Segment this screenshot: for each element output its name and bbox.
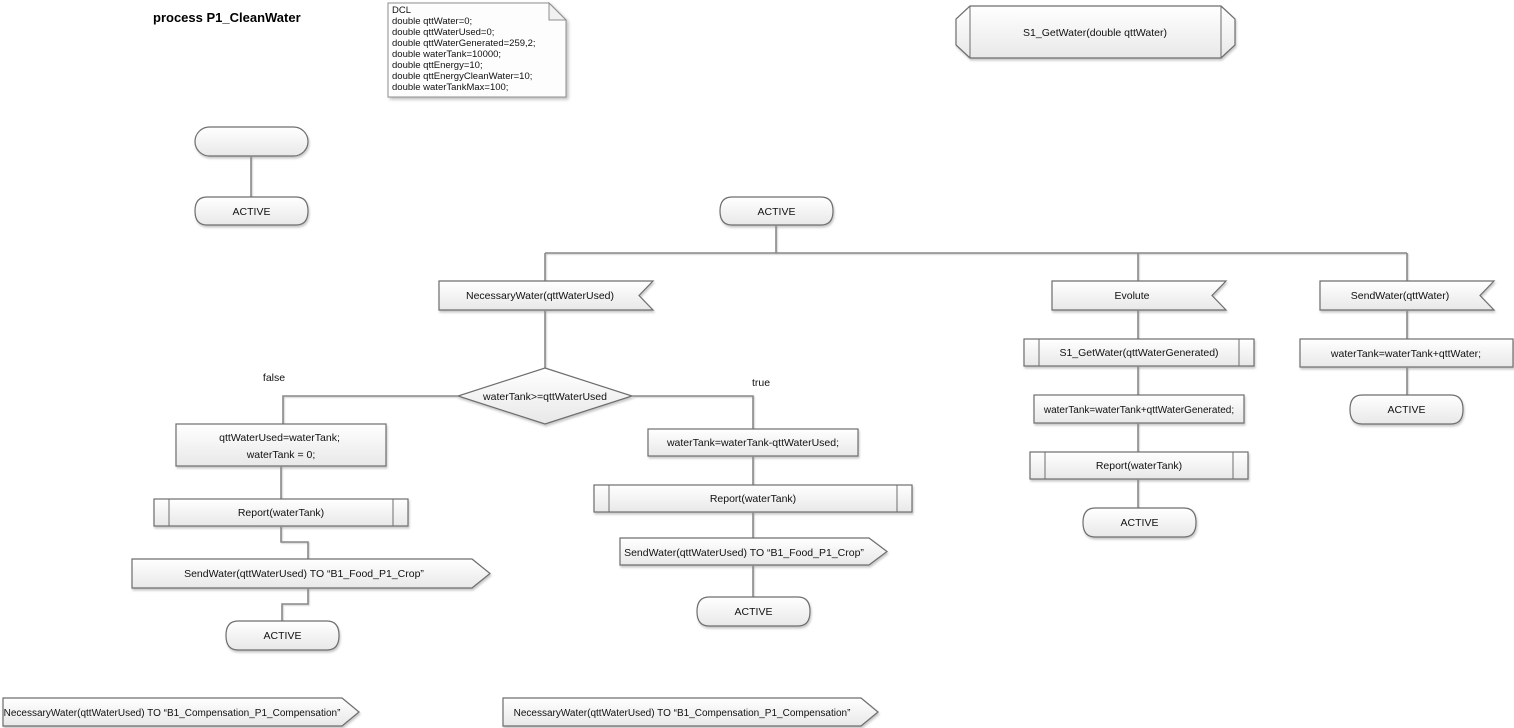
note-fold-corner-icon xyxy=(548,1,568,21)
output-signal-label: NecessaryWater(qttWaterUsed) TO “B1_Comp… xyxy=(514,708,851,719)
dcl-line: double waterTankMax=100; xyxy=(392,82,508,93)
state-active-evolute-branch[interactable]: ACTIVE xyxy=(1082,507,1197,538)
task-shape xyxy=(647,428,859,457)
state-label: ACTIVE xyxy=(735,606,773,618)
task-line: qttWaterUsed=waterTank; xyxy=(219,432,340,444)
input-signal-label: SendWater(qttWater) xyxy=(1351,290,1449,302)
input-signal-label: NecessaryWater(qttWaterUsed) xyxy=(466,290,614,302)
input-signal-shape xyxy=(438,280,655,311)
page-title: process P1_CleanWater xyxy=(153,10,301,25)
decision-shape xyxy=(456,367,634,425)
connector xyxy=(280,526,309,559)
input-signal-shape xyxy=(1319,280,1496,311)
task-text: waterTank=waterTank+qttWater; xyxy=(1330,348,1481,360)
task-shape xyxy=(1299,338,1514,368)
connector xyxy=(282,395,458,424)
task-shape xyxy=(175,423,387,467)
dcl-line: double waterTank=10000; xyxy=(392,49,501,60)
task-text: qttWaterUsed=waterTank; waterTank = 0; xyxy=(219,432,343,461)
procedure-call-shape xyxy=(593,484,913,513)
dcl-line: double qttWaterGenerated=259,2; xyxy=(392,38,536,49)
start-state[interactable] xyxy=(194,126,309,157)
output-signal-label: SendWater(qttWaterUsed) TO “B1_Food_P1_C… xyxy=(184,568,424,580)
procedure-call-shape xyxy=(1023,338,1255,367)
state-label: ACTIVE xyxy=(233,206,271,218)
connector xyxy=(632,395,754,429)
task-evolute-branch[interactable]: waterTank=waterTank+qttWaterGenerated; xyxy=(1033,394,1245,424)
dcl-line: double qttWater=0; xyxy=(392,16,472,27)
task-send-water-branch[interactable]: waterTank=waterTank+qttWater; xyxy=(1299,338,1514,368)
output-signal-shape xyxy=(619,537,888,566)
state-shape xyxy=(719,196,834,226)
task-true-branch[interactable]: waterTank=waterTank-qttWaterUsed; xyxy=(647,428,859,457)
output-signal-send-water-true[interactable]: SendWater(qttWaterUsed) TO “B1_Food_P1_C… xyxy=(619,537,888,566)
state-shape xyxy=(1349,394,1464,425)
state-active-send-water-branch[interactable]: ACTIVE xyxy=(1349,394,1464,425)
decision-condition: waterTank>=qttWaterUsed xyxy=(482,391,607,403)
procedure-declaration-label: S1_GetWater(double qttWater) xyxy=(1023,27,1167,39)
state-active-center[interactable]: ACTIVE xyxy=(719,196,834,226)
output-signal-label: NecessaryWater(qttWaterUsed) TO “B1_Comp… xyxy=(4,708,341,719)
output-signal-label: SendWater(qttWaterUsed) TO “B1_Food_P1_C… xyxy=(624,547,864,559)
note-paper-icon xyxy=(387,2,567,98)
procedure-call-label: Report(waterTank) xyxy=(238,507,324,519)
procedure-call-label: Report(waterTank) xyxy=(1096,460,1182,472)
output-signal-shape xyxy=(2,697,360,727)
task-text: waterTank=waterTank+qttWaterGenerated; xyxy=(1043,405,1234,416)
state-active-true-branch[interactable]: ACTIVE xyxy=(696,596,811,627)
decision-water-tank[interactable]: waterTank>=qttWaterUsed xyxy=(456,367,634,425)
state-shape xyxy=(194,196,309,226)
state-label: ACTIVE xyxy=(1121,517,1159,529)
input-signal-evolute[interactable]: Evolute xyxy=(1051,280,1228,311)
state-active-left[interactable]: ACTIVE xyxy=(194,196,309,226)
output-signal-shape xyxy=(502,697,879,727)
dcl-line: double qttWaterUsed=0; xyxy=(392,27,494,38)
dcl-line: double qttEnergy=10; xyxy=(392,60,483,71)
start-state-shape xyxy=(194,126,309,157)
output-signal-necessary-compensation-left[interactable]: NecessaryWater(qttWaterUsed) TO “B1_Comp… xyxy=(2,697,360,727)
state-shape xyxy=(696,596,811,627)
input-signal-send-water[interactable]: SendWater(qttWater) xyxy=(1319,280,1496,311)
branch-label-true: true xyxy=(752,377,770,389)
procedure-call-label: S1_GetWater(qttWaterGenerated) xyxy=(1059,347,1218,359)
input-signal-label: Evolute xyxy=(1114,290,1149,302)
procedure-call-s1-getwater[interactable]: S1_GetWater(qttWaterGenerated) xyxy=(1023,338,1255,367)
task-text: waterTank=waterTank-qttWaterUsed; xyxy=(666,437,839,449)
state-shape xyxy=(1082,507,1197,538)
state-active-false-branch[interactable]: ACTIVE xyxy=(225,620,340,651)
state-label: ACTIVE xyxy=(264,630,302,642)
input-signal-shape xyxy=(1051,280,1228,311)
output-signal-necessary-compensation-center[interactable]: NecessaryWater(qttWaterUsed) TO “B1_Comp… xyxy=(502,697,879,727)
task-false-branch[interactable]: qttWaterUsed=waterTank; waterTank = 0; xyxy=(175,423,387,467)
procedure-call-report-false[interactable]: Report(waterTank) xyxy=(153,498,409,527)
connector xyxy=(281,588,309,621)
task-line: waterTank = 0; xyxy=(246,449,316,461)
procedure-call-label: Report(waterTank) xyxy=(710,493,796,505)
output-signal-send-water-false[interactable]: SendWater(qttWaterUsed) TO “B1_Food_P1_C… xyxy=(131,558,491,589)
procedure-call-report-true[interactable]: Report(waterTank) xyxy=(593,484,913,513)
state-label: ACTIVE xyxy=(758,206,796,218)
dcl-line: DCL xyxy=(392,5,411,16)
procedure-declaration-s1-getwater[interactable]: S1_GetWater(double qttWater) xyxy=(955,5,1236,59)
procedure-call-shape xyxy=(1029,451,1249,480)
dcl-line: double qttEnergyCleanWater=10; xyxy=(392,71,532,82)
state-shape xyxy=(225,620,340,651)
procedure-call-report-evolute[interactable]: Report(waterTank) xyxy=(1029,451,1249,480)
branch-label-false: false xyxy=(263,372,285,384)
declaration-note[interactable]: DCL double qttWater=0; double qttWaterUs… xyxy=(387,1,568,98)
task-shape xyxy=(1033,394,1245,424)
state-label: ACTIVE xyxy=(1388,404,1426,416)
input-signal-necessary-water[interactable]: NecessaryWater(qttWaterUsed) xyxy=(438,280,655,311)
output-signal-shape xyxy=(131,558,491,589)
